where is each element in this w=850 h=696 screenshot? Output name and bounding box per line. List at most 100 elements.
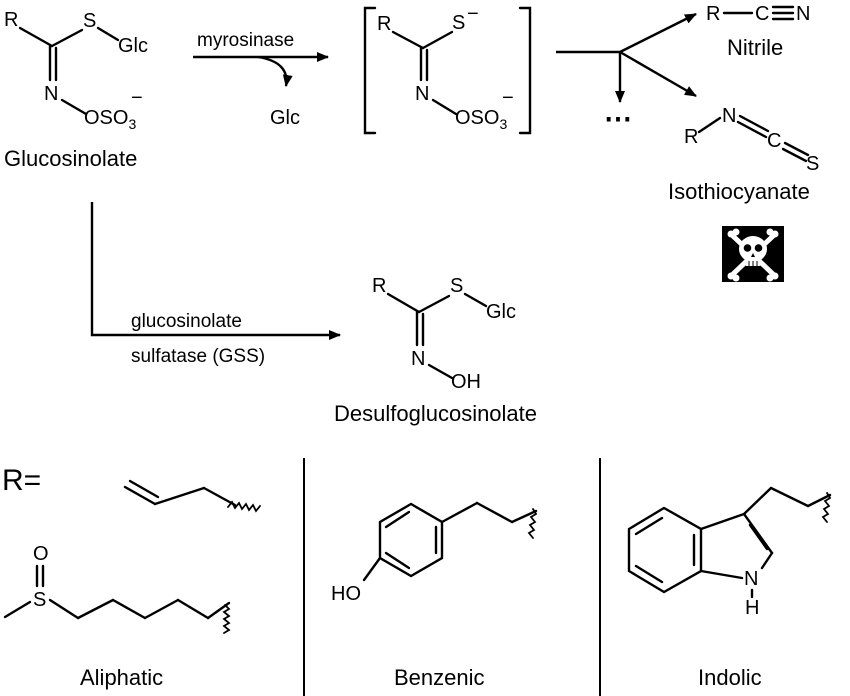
isothiocyanate-structure: R N C S Isothiocyanate <box>668 105 819 204</box>
bond <box>153 486 206 506</box>
attachment-wavy-bond <box>527 508 538 539</box>
atom-c: C <box>767 130 781 152</box>
bond <box>417 294 451 314</box>
bond <box>760 551 774 570</box>
atom-c: C <box>755 3 769 25</box>
bond <box>76 598 115 620</box>
gss-arrow: glucosinolate sulfatase (GSS) <box>90 202 341 367</box>
indole-benzene-ring <box>627 506 703 594</box>
atom-n: N <box>415 83 429 105</box>
bond <box>699 512 746 531</box>
atom-oso3: OSO3 <box>455 107 507 132</box>
bond <box>96 26 120 42</box>
bracket-right <box>518 6 532 135</box>
label-aliphatic: Aliphatic <box>80 665 163 690</box>
charge-minus: − <box>467 3 479 25</box>
glucosinolate-structure: R S Glc N OSO3 − Glucosinolate <box>4 9 148 171</box>
label-isothiocyanate: Isothiocyanate <box>668 179 810 204</box>
methylsulfinylbutyl-substituent: O S <box>3 543 231 634</box>
label-benzenic: Benzenic <box>394 665 485 690</box>
atom-s: S <box>83 10 96 32</box>
label-gss-line1: glucosinolate <box>131 311 242 332</box>
attachment-wavy-bond <box>227 500 261 513</box>
bond <box>697 116 722 134</box>
label-glc-released: Glc <box>270 107 300 129</box>
bond <box>431 98 458 116</box>
atom-r: R <box>372 275 386 297</box>
bond <box>202 486 237 507</box>
atom-r: R <box>684 126 698 148</box>
bracket-left <box>363 6 377 135</box>
atom-r: R <box>4 9 18 31</box>
bond <box>362 556 382 582</box>
bond-aromatic <box>384 510 411 529</box>
atom-n: N <box>44 83 58 105</box>
atom-glc: Glc <box>118 35 148 57</box>
atom-oso3: OSO3 <box>84 107 136 132</box>
bond <box>48 598 80 620</box>
atom-s: S <box>33 589 46 611</box>
label-myrosinase: myrosinase <box>197 30 294 51</box>
myrosinase-arrow: myrosinase Glc <box>193 30 329 129</box>
bond <box>3 600 32 619</box>
charge-minus: − <box>131 87 143 109</box>
atom-s-anion: S <box>452 12 465 34</box>
bond <box>742 512 774 555</box>
nitrile-structure: R C N Nitrile <box>706 3 810 60</box>
bond-aromatic <box>634 564 664 584</box>
bond-double <box>738 114 770 133</box>
bond-double <box>128 479 160 499</box>
arrow-glc-release <box>257 55 293 87</box>
bond <box>742 486 773 516</box>
benzene-ring <box>378 502 444 578</box>
bond <box>143 598 180 620</box>
bond-aromatic <box>634 516 664 536</box>
label-indolic: Indolic <box>698 665 762 690</box>
desulfoglucosinolate-structure: R S Glc N OH Desulfoglucosinolate <box>334 275 537 426</box>
ellipsis-other-products: ⋯ <box>604 103 632 134</box>
bond <box>111 598 147 620</box>
atom-n: N <box>411 348 425 370</box>
intermediate-structure: R S − N OSO3 − <box>363 3 532 135</box>
atom-ho: HO <box>331 583 361 605</box>
skull-crossbones-icon <box>722 226 784 282</box>
arrow-to-isothiocyanate <box>619 50 697 98</box>
label-glucosinolate: Glucosinolate <box>4 146 137 171</box>
charge-minus: − <box>502 87 514 109</box>
bond <box>176 598 210 620</box>
bond-aromatic <box>384 551 411 570</box>
atom-glc: Glc <box>486 301 516 323</box>
label-r-equals: R= <box>2 464 41 497</box>
label-nitrile: Nitrile <box>727 35 783 60</box>
atom-n: N <box>722 105 736 127</box>
bond <box>806 493 832 508</box>
attachment-wavy-bond <box>821 492 832 523</box>
bond <box>386 292 421 314</box>
bond-double <box>748 523 769 551</box>
label-desulfoglucosinolate: Desulfoglucosinolate <box>334 401 537 426</box>
hydroxybenzyl-substituent: HO <box>331 501 538 605</box>
bond <box>50 28 84 48</box>
bond-double <box>736 120 768 139</box>
atom-n: N <box>796 3 810 25</box>
arrow-to-nitrile <box>619 12 697 54</box>
atom-s: S <box>450 275 463 297</box>
label-gss-line2: sulfatase (GSS) <box>131 346 265 367</box>
arrow-gss <box>90 202 341 340</box>
atom-o: O <box>33 543 49 565</box>
bond <box>18 26 54 48</box>
atom-h: H <box>745 597 759 619</box>
bond <box>421 30 454 50</box>
atom-s: S <box>806 153 819 175</box>
atom-n: N <box>744 568 758 590</box>
indolylmethyl-substituent: N H <box>627 486 832 619</box>
bond <box>391 30 425 50</box>
bond <box>699 569 744 580</box>
atom-oh: OH <box>451 371 481 393</box>
bond-double <box>783 141 810 157</box>
attachment-wavy-bond <box>222 604 231 634</box>
allyl-substituent <box>123 479 261 513</box>
atom-r: R <box>377 13 391 35</box>
bond <box>463 292 488 308</box>
